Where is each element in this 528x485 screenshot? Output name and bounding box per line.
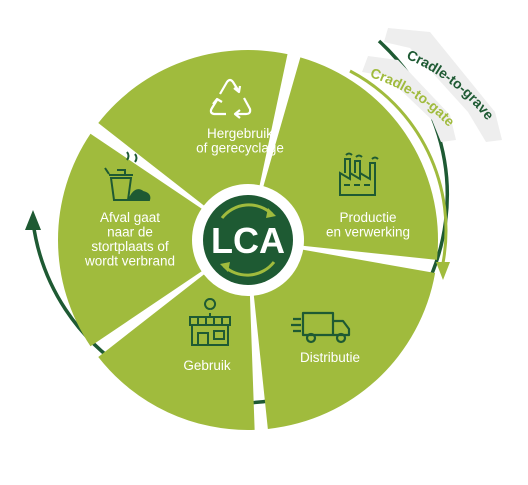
trash-icon [104,151,151,201]
segment-label-line: Afval gaat [100,210,160,225]
segment-label-line: naar de [107,225,153,240]
segment-waste [57,133,202,347]
segment-label-line: en verwerking [326,225,410,240]
segment-label-use: Gebruik [183,358,231,373]
factory-icon [339,152,379,196]
shop-icon [189,298,231,346]
cradle-to-grave-arrowhead [25,210,41,230]
segment-label-distribution: Distributie [300,350,360,365]
segment-label-line: wordt verbrand [84,254,175,269]
cradle-to-gate-arrowhead [436,262,450,280]
segment-label-line: Gebruik [183,358,231,373]
segment-label-line: Distributie [300,350,360,365]
segment-label-line: of gerecyclage [196,141,284,156]
truck-icon [291,311,351,344]
segment-label-line: Productie [339,210,396,225]
lca-center: LCA [196,188,300,292]
recycle-icon [209,78,252,119]
segment-label-line: stortplaats of [91,239,169,254]
cradle-to-gate-arc [349,69,448,264]
segment-use [98,274,255,430]
segment-label-line: Hergebruik [207,126,273,141]
lca-center-label: LCA [211,220,285,261]
